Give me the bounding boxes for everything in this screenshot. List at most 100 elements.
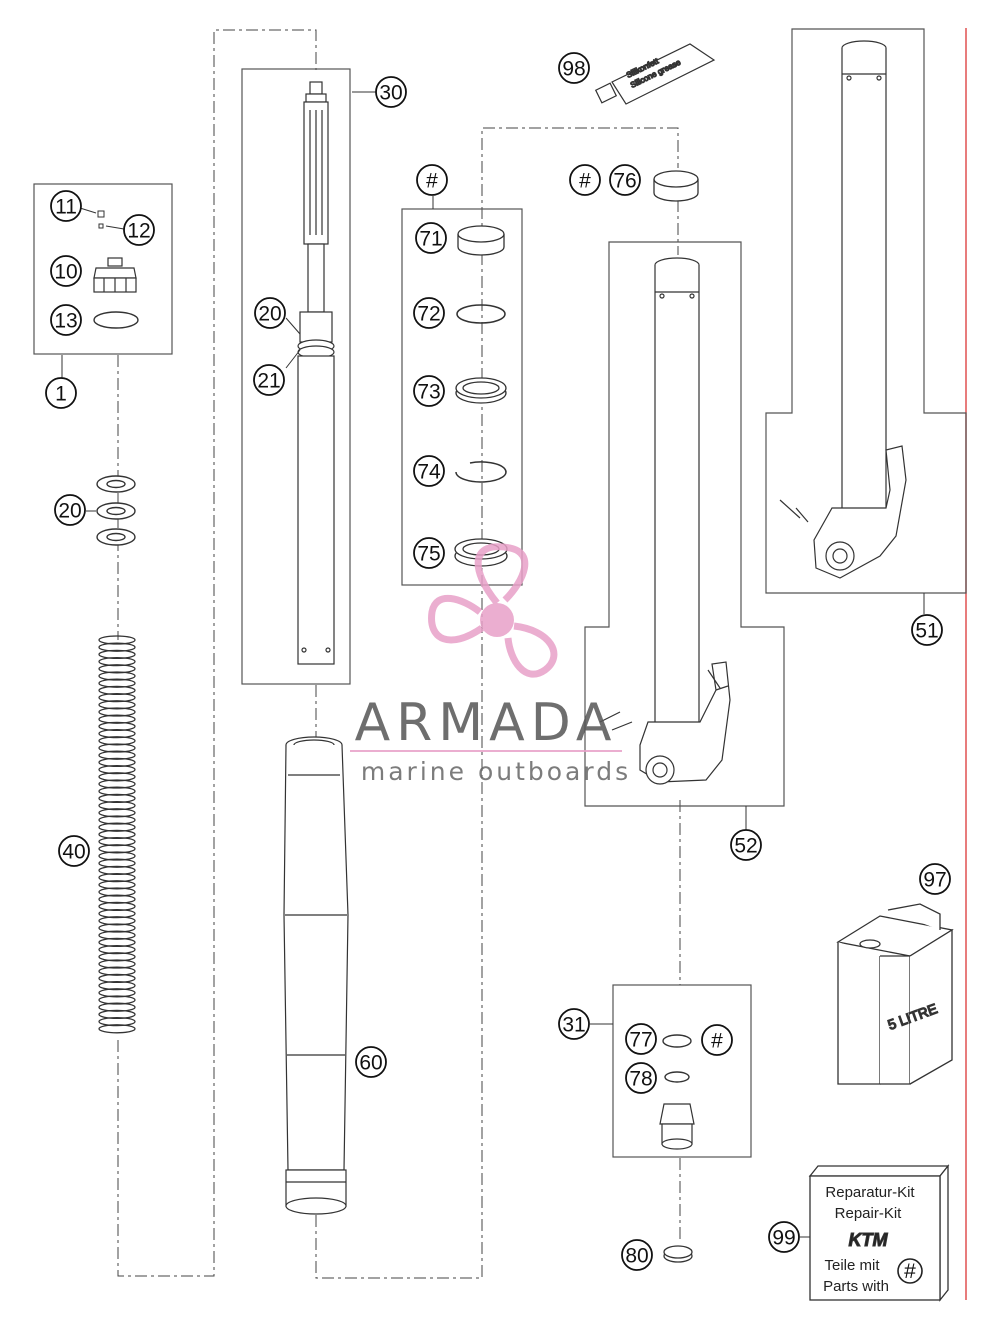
spring-coil <box>98 772 136 782</box>
spring-coil <box>98 685 136 696</box>
callout-c77: 77 <box>625 1023 657 1055</box>
group-box-30 <box>241 68 351 685</box>
callout-circle <box>50 190 82 222</box>
spring-coil <box>98 937 136 948</box>
group-box-31 <box>612 984 752 1158</box>
spring-coil <box>98 988 136 998</box>
spring-coil <box>98 836 136 847</box>
callout-c71: 71 <box>415 222 447 254</box>
spring-coil <box>98 1016 136 1027</box>
spring-coil <box>98 779 136 789</box>
spring-coil <box>98 959 136 969</box>
callout-number: 51 <box>915 620 938 643</box>
callout-circle <box>123 214 155 246</box>
spring-coil <box>98 980 136 991</box>
spring-coil <box>98 700 136 710</box>
spring-coil <box>98 901 136 912</box>
repair-kit-line2: Repair-Kit <box>835 1205 903 1222</box>
leader-lines <box>61 91 925 1238</box>
clip-74 <box>455 461 507 483</box>
callout-number: 30 <box>379 82 402 105</box>
repair-kit-line4: Parts with <box>823 1278 889 1295</box>
repair-kit-line1: Reparatur-Kit <box>825 1184 915 1201</box>
spring-coil <box>98 880 136 890</box>
callout-circle <box>45 377 77 409</box>
propeller-logo-icon <box>428 543 558 678</box>
callout-circle <box>730 829 762 861</box>
washer-stack-20 <box>96 475 136 546</box>
spring-coil <box>98 973 136 984</box>
callout-circle <box>413 297 445 329</box>
spring-coil <box>98 916 136 926</box>
callout-circle <box>254 297 286 329</box>
callout-circle <box>50 304 82 336</box>
spring-coil <box>98 944 136 955</box>
callout-number: 21 <box>257 370 280 393</box>
group-box-51 <box>765 28 967 594</box>
o-ring-78 <box>664 1071 690 1083</box>
spring-coil <box>98 1009 136 1020</box>
callout-c80: 80 <box>621 1239 653 1271</box>
spring-coil <box>98 764 136 775</box>
bushing-76 <box>653 170 699 202</box>
seal-80 <box>663 1245 693 1263</box>
callout-number: 20 <box>258 303 281 326</box>
callout-c98: 98 <box>558 52 590 84</box>
spring-coil <box>98 786 136 796</box>
callout-c52: 52 <box>730 829 762 861</box>
spring-coil <box>98 757 136 768</box>
spring-coil <box>98 692 136 703</box>
callout-circle <box>768 1221 800 1253</box>
watermark: ARMADA marine outboards <box>350 543 628 786</box>
callout-number: 71 <box>419 228 442 251</box>
seal-73 <box>455 377 507 404</box>
callout-number: 1 <box>55 383 67 406</box>
callout-circle <box>415 222 447 254</box>
callout-circle <box>701 1024 733 1056</box>
spring-coil <box>98 750 136 760</box>
spring-coil <box>98 887 136 897</box>
callout-number: 40 <box>62 841 85 864</box>
callout-c51: 51 <box>911 614 943 646</box>
spring-coil <box>98 808 136 818</box>
callout-circle <box>416 164 448 196</box>
callout-c97: 97 <box>919 863 951 895</box>
spring-coil <box>98 858 136 868</box>
callout-number: 12 <box>127 220 150 243</box>
spring-coil <box>98 635 136 645</box>
callout-circle <box>58 835 90 867</box>
spring-coil <box>98 815 136 825</box>
spring-coil <box>98 721 136 732</box>
callout-circle <box>625 1062 657 1094</box>
callout-c73: 73 <box>413 375 445 407</box>
spring-coil <box>98 736 136 746</box>
callout-circle <box>413 455 445 487</box>
spring-coil <box>98 664 136 674</box>
kit-hash-text: # <box>904 1260 916 1283</box>
callout-number: 99 <box>772 1227 795 1250</box>
callout-circle <box>609 164 641 196</box>
callout-c78: 78 <box>625 1062 657 1094</box>
o-ring-77 <box>662 1034 692 1048</box>
callout-circle <box>569 164 601 196</box>
spring-coil <box>98 844 136 854</box>
group-box-kit <box>401 208 523 586</box>
callout-c40: 40 <box>58 835 90 867</box>
spring-coil <box>98 908 136 919</box>
callout-c12: 12 <box>123 214 155 246</box>
callout-number: 73 <box>417 381 440 404</box>
spring-coil <box>98 793 136 804</box>
callout-number: 98 <box>562 58 585 81</box>
spring-coil <box>98 800 136 811</box>
callout-c31: 31 <box>558 1008 590 1040</box>
callout-number: 52 <box>734 835 757 858</box>
spring-coil <box>98 930 136 940</box>
outer-tube-part <box>283 736 349 1215</box>
callout-c10: 10 <box>50 255 82 287</box>
spring-coil <box>98 829 136 840</box>
callout-circle <box>375 76 407 108</box>
spring-coil <box>98 872 136 883</box>
callout-circle <box>911 614 943 646</box>
callout-number: # <box>426 170 438 193</box>
